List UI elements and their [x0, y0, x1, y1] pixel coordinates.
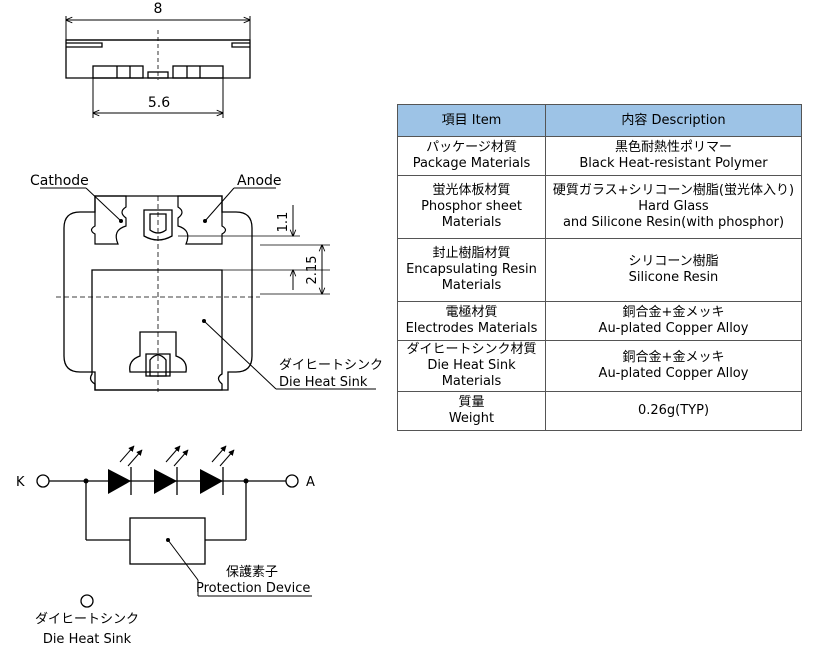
cell-item: 封止樹脂材質 Encapsulating Resin Materials	[397, 238, 546, 302]
cell-description: 銅合金+金メッキ Au-plated Copper Alloy	[545, 301, 802, 341]
cell-item: 電極材質 Electrodes Materials	[397, 301, 546, 341]
cathode-terminal	[36, 474, 50, 488]
die-heat-sink-jp-label: ダイヒートシンク	[279, 358, 383, 373]
width-dimension: 8	[154, 1, 163, 17]
cell-item: ダイヒートシンク材質 Die Heat Sink Materials	[397, 340, 546, 392]
k-label: K	[16, 475, 25, 490]
dimension-2-15: 2.15	[305, 256, 320, 285]
die-heat-sink-en-label: Die Heat Sink	[279, 375, 368, 390]
cell-description: 黒色耐熱性ポリマー Black Heat-resistant Polymer	[545, 136, 802, 176]
cathode-marker	[119, 219, 123, 223]
junction-right	[243, 478, 249, 484]
cathode-label: Cathode	[30, 173, 89, 189]
dimension-1-1: 1.1	[276, 212, 291, 233]
heat-sink-marker	[202, 319, 206, 323]
led-diode-3	[200, 469, 223, 494]
table-row: 電極材質 Electrodes Materials 銅合金+金メッキ Au-pl…	[397, 301, 802, 341]
heat-sink-terminal	[80, 594, 94, 608]
materials-table: 項目 Item 内容 Description パッケージ材質 Package M…	[397, 104, 802, 431]
cell-item: 質量 Weight	[397, 391, 546, 431]
table-row: 封止樹脂材質 Encapsulating Resin Materials シリコ…	[397, 238, 802, 302]
led-diode-2	[154, 469, 177, 494]
side-view	[66, 16, 250, 118]
table-row: ダイヒートシンク材質 Die Heat Sink Materials 銅合金+金…	[397, 340, 802, 392]
cell-description: 銅合金+金メッキ Au-plated Copper Alloy	[545, 340, 802, 392]
table-header-row: 項目 Item 内容 Description	[397, 104, 802, 137]
protection-marker	[166, 538, 170, 542]
table-row: 蛍光体板材質 Phosphor sheet Materials 硬質ガラス+シリ…	[397, 175, 802, 239]
protection-en-label: Protection Device	[196, 581, 310, 596]
cell-description: 硬質ガラス+シリコーン樹脂(蛍光体入り) Hard Glass and Sili…	[545, 175, 802, 239]
anode-label: Anode	[237, 173, 282, 189]
anode-marker	[203, 219, 207, 223]
heat-sink-en-label: Die Heat Sink	[43, 632, 132, 647]
junction-left	[83, 478, 89, 484]
header-description: 内容 Description	[545, 104, 802, 137]
protection-jp-label: 保護素子	[226, 564, 278, 580]
table-row: パッケージ材質 Package Materials 黒色耐熱性ポリマー Blac…	[397, 136, 802, 176]
top-view	[40, 187, 376, 392]
cell-description: 0.26g(TYP)	[545, 391, 802, 431]
heat-sink-jp-label: ダイヒートシンク	[35, 612, 139, 627]
led-diode-1	[108, 469, 131, 494]
pitch-dimension: 5.6	[148, 95, 170, 111]
a-label: A	[306, 475, 315, 490]
anode-terminal	[285, 474, 299, 488]
table-row: 質量 Weight 0.26g(TYP)	[397, 391, 802, 431]
header-item: 項目 Item	[397, 104, 546, 137]
cell-item: 蛍光体板材質 Phosphor sheet Materials	[397, 175, 546, 239]
cell-description: シリコーン樹脂 Silicone Resin	[545, 238, 802, 302]
cell-item: パッケージ材質 Package Materials	[397, 136, 546, 176]
